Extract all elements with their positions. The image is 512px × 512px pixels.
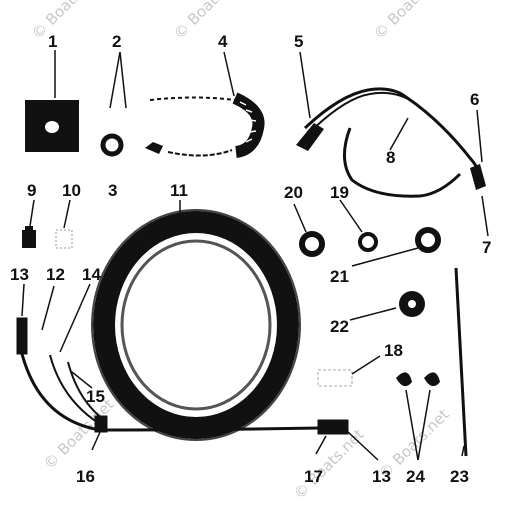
callout-13-top: 13 bbox=[10, 265, 29, 284]
part-9-fitting bbox=[22, 226, 36, 248]
callout-4: 4 bbox=[218, 32, 228, 51]
callout-16: 16 bbox=[76, 467, 95, 486]
watermark-top-left: © Boats.net bbox=[28, 0, 106, 43]
part-21-washer bbox=[415, 227, 441, 253]
callout-8: 8 bbox=[386, 148, 395, 167]
watermark-top-right: © Boats.net bbox=[370, 0, 448, 43]
part-23-rod bbox=[454, 267, 468, 457]
watermark-top-middle: © Boats.net bbox=[170, 0, 248, 43]
callout-15: 15 bbox=[86, 387, 105, 406]
part-12-harness-lead bbox=[16, 317, 349, 435]
part-3-washer bbox=[100, 133, 124, 157]
callout-numbers: 1 2 3 4 5 6 7 8 9 10 11 12 13 13 14 15 1… bbox=[10, 32, 491, 486]
callout-17: 17 bbox=[304, 467, 323, 486]
part-1-square-pad bbox=[25, 100, 79, 152]
part-24-clips bbox=[396, 372, 440, 387]
callout-13-bottom: 13 bbox=[372, 467, 391, 486]
callout-21: 21 bbox=[330, 267, 349, 286]
callout-5: 5 bbox=[294, 32, 303, 51]
part-18-label bbox=[317, 369, 353, 387]
callout-6: 6 bbox=[470, 90, 479, 109]
part-20-washer bbox=[299, 231, 325, 257]
part-22-grommet bbox=[399, 291, 425, 317]
callout-19: 19 bbox=[330, 183, 349, 202]
callout-2: 2 bbox=[112, 32, 121, 51]
callout-10: 10 bbox=[62, 181, 81, 200]
callout-18: 18 bbox=[384, 341, 403, 360]
part-10-clip bbox=[55, 229, 73, 249]
callout-14: 14 bbox=[82, 265, 101, 284]
callout-22: 22 bbox=[330, 317, 349, 336]
part-4-harness bbox=[145, 92, 265, 158]
callout-20: 20 bbox=[284, 183, 303, 202]
callout-23: 23 bbox=[450, 467, 469, 486]
watermark-bottom-middle: © Boats.net bbox=[290, 425, 368, 503]
callout-11: 11 bbox=[170, 181, 188, 200]
part-11-coil bbox=[91, 209, 301, 441]
callout-12: 12 bbox=[46, 265, 65, 284]
callout-1: 1 bbox=[48, 32, 57, 51]
callout-7: 7 bbox=[482, 238, 491, 257]
callout-9: 9 bbox=[27, 181, 36, 200]
callout-24: 24 bbox=[406, 467, 425, 486]
leader-lines bbox=[21, 50, 489, 461]
callout-3: 3 bbox=[108, 181, 117, 200]
part-19-washer bbox=[358, 232, 378, 252]
part-8-cable bbox=[296, 87, 486, 198]
